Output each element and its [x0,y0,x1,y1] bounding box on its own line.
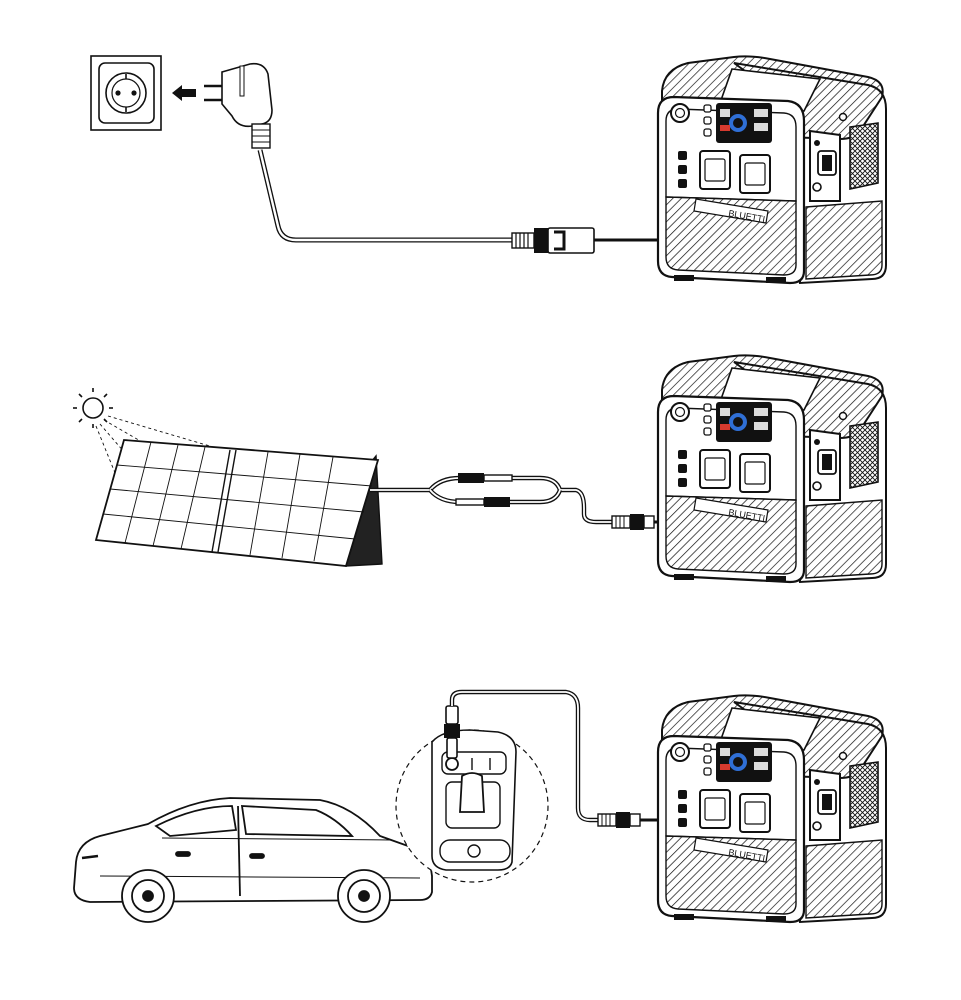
scene-ac-wall-charging: BLUETTI [90,55,888,285]
ac-cable [257,149,512,243]
insert-arrow-icon [172,85,196,101]
power-station [656,55,888,285]
wall-socket-icon [90,55,162,131]
ac-plug [204,62,273,149]
power-station [656,694,888,924]
solar-panel [94,439,383,567]
car-charger-cable [444,689,641,828]
sun-icon [73,388,113,428]
car-interior-detail [395,729,549,883]
scene-car-charging: BLUETTI [73,689,888,924]
solar-cable [370,473,655,530]
power-station [656,354,888,584]
scene-solar-charging: BLUETTI [73,354,888,584]
car [73,797,433,923]
ac-input-connector [511,227,595,254]
